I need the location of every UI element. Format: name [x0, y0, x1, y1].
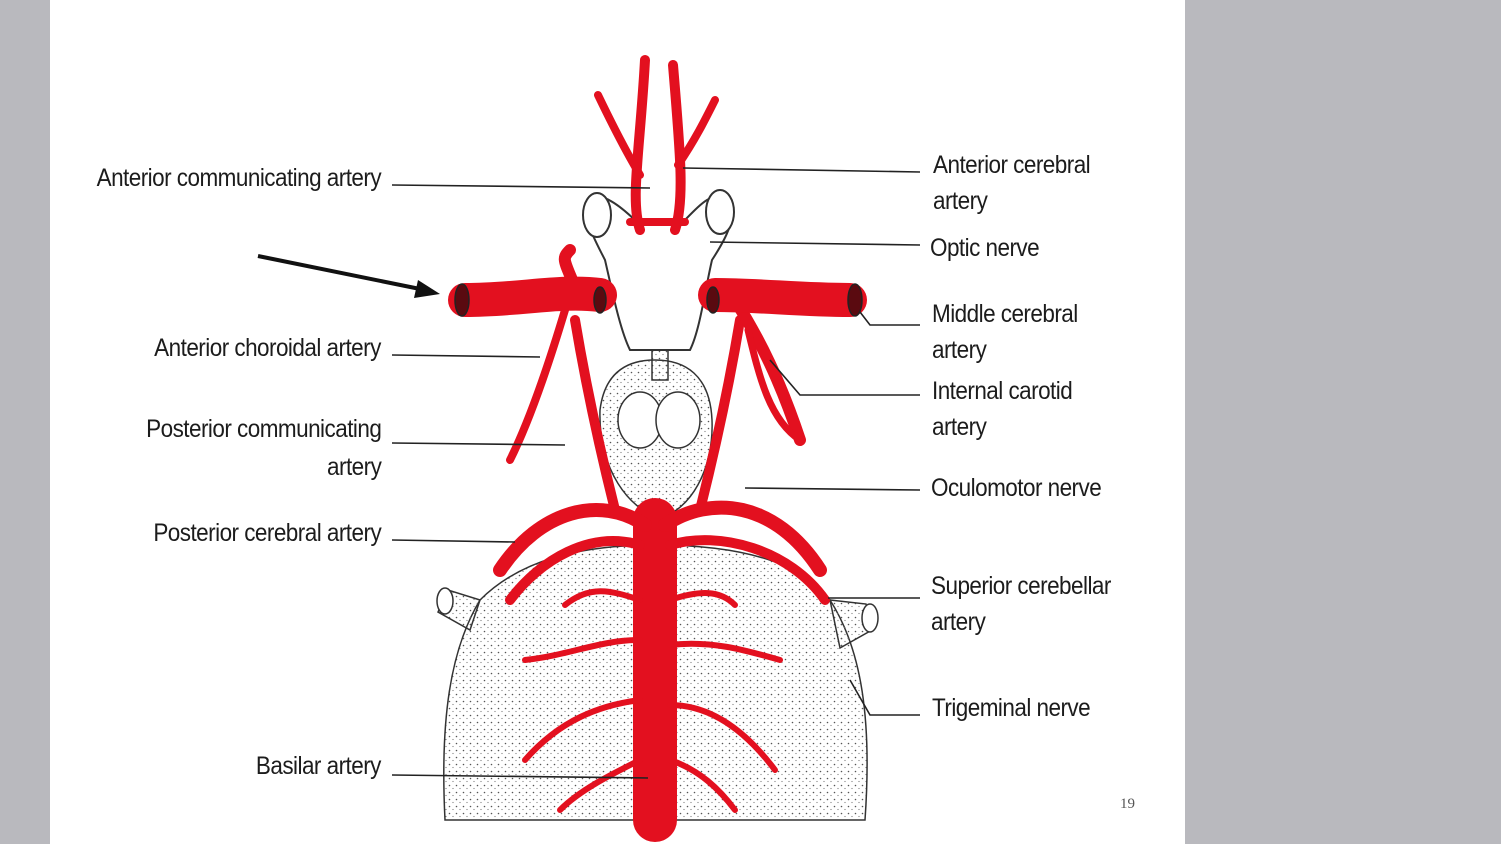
- ica-left-lumen: [593, 286, 607, 314]
- anterior-choroidal-right-branch: [744, 326, 804, 444]
- superior-cerebellar-left: [505, 536, 645, 605]
- posterior-cerebral-right: [658, 500, 827, 577]
- label-internal-carotid-line2: artery: [932, 413, 987, 441]
- mca-right-lumen: [847, 283, 863, 317]
- optic-nerve-left: [582, 192, 612, 238]
- pontine-branches: [522, 588, 783, 813]
- label-posterior-communicating-line2: artery: [326, 453, 382, 481]
- internal-carotid-right: [729, 294, 806, 446]
- label-anterior-communicating-artery: Anterior communicating artery: [96, 164, 382, 192]
- trigeminal-nerve-right: [829, 599, 879, 650]
- anterior-cerebral-left-branch: [594, 91, 644, 179]
- superior-cerebellar-right: [665, 535, 830, 605]
- arteries: [448, 55, 867, 842]
- anterior-cerebral-right-branch: [674, 96, 719, 169]
- right-margin: [1185, 0, 1501, 844]
- label-internal-carotid-line1: Internal carotid: [932, 377, 1073, 405]
- page-number: 19: [1120, 796, 1135, 812]
- anterior-cerebral-left: [630, 55, 650, 235]
- label-oculomotor-nerve: Oculomotor nerve: [931, 474, 1102, 502]
- trigeminal-nerve-left: [436, 587, 481, 632]
- posterior-communicating-right: [695, 315, 745, 515]
- label-superior-cerebellar-line2: artery: [931, 608, 986, 636]
- anterior-cerebral-right: [668, 60, 686, 235]
- label-middle-cerebral-line2: artery: [932, 336, 987, 364]
- mca-left-lumen: [454, 283, 470, 317]
- label-trigeminal-nerve: Trigeminal nerve: [932, 694, 1091, 722]
- label-posterior-cerebral-artery: Posterior cerebral artery: [153, 519, 381, 547]
- label-posterior-communicating-line1: Posterior communicating: [145, 415, 382, 443]
- posterior-cerebral-left: [493, 503, 652, 577]
- left-margin: [0, 0, 50, 844]
- ica-right-lumen: [706, 286, 720, 314]
- label-anterior-cerebral-line1: Anterior cerebral: [933, 151, 1091, 179]
- leader-lines: [391, 167, 921, 779]
- mammillary-body-right: [655, 391, 701, 449]
- middle-cerebral-left: [448, 276, 617, 317]
- optic-nerve-right: [705, 189, 735, 235]
- label-optic-nerve: Optic nerve: [930, 234, 1040, 262]
- label-anterior-choroidal-artery: Anterior choroidal artery: [154, 334, 381, 362]
- pointer-arrow: [257, 254, 440, 298]
- label-superior-cerebellar-line1: Superior cerebellar: [931, 572, 1111, 600]
- label-anterior-cerebral-line2: artery: [933, 187, 988, 215]
- middle-cerebral-right: [698, 278, 867, 317]
- anterior-choroidal-left: [506, 306, 569, 464]
- label-middle-cerebral-line1: Middle cerebral: [932, 300, 1078, 328]
- label-basilar-artery: Basilar artery: [256, 752, 382, 780]
- posterior-communicating-left: [570, 315, 620, 515]
